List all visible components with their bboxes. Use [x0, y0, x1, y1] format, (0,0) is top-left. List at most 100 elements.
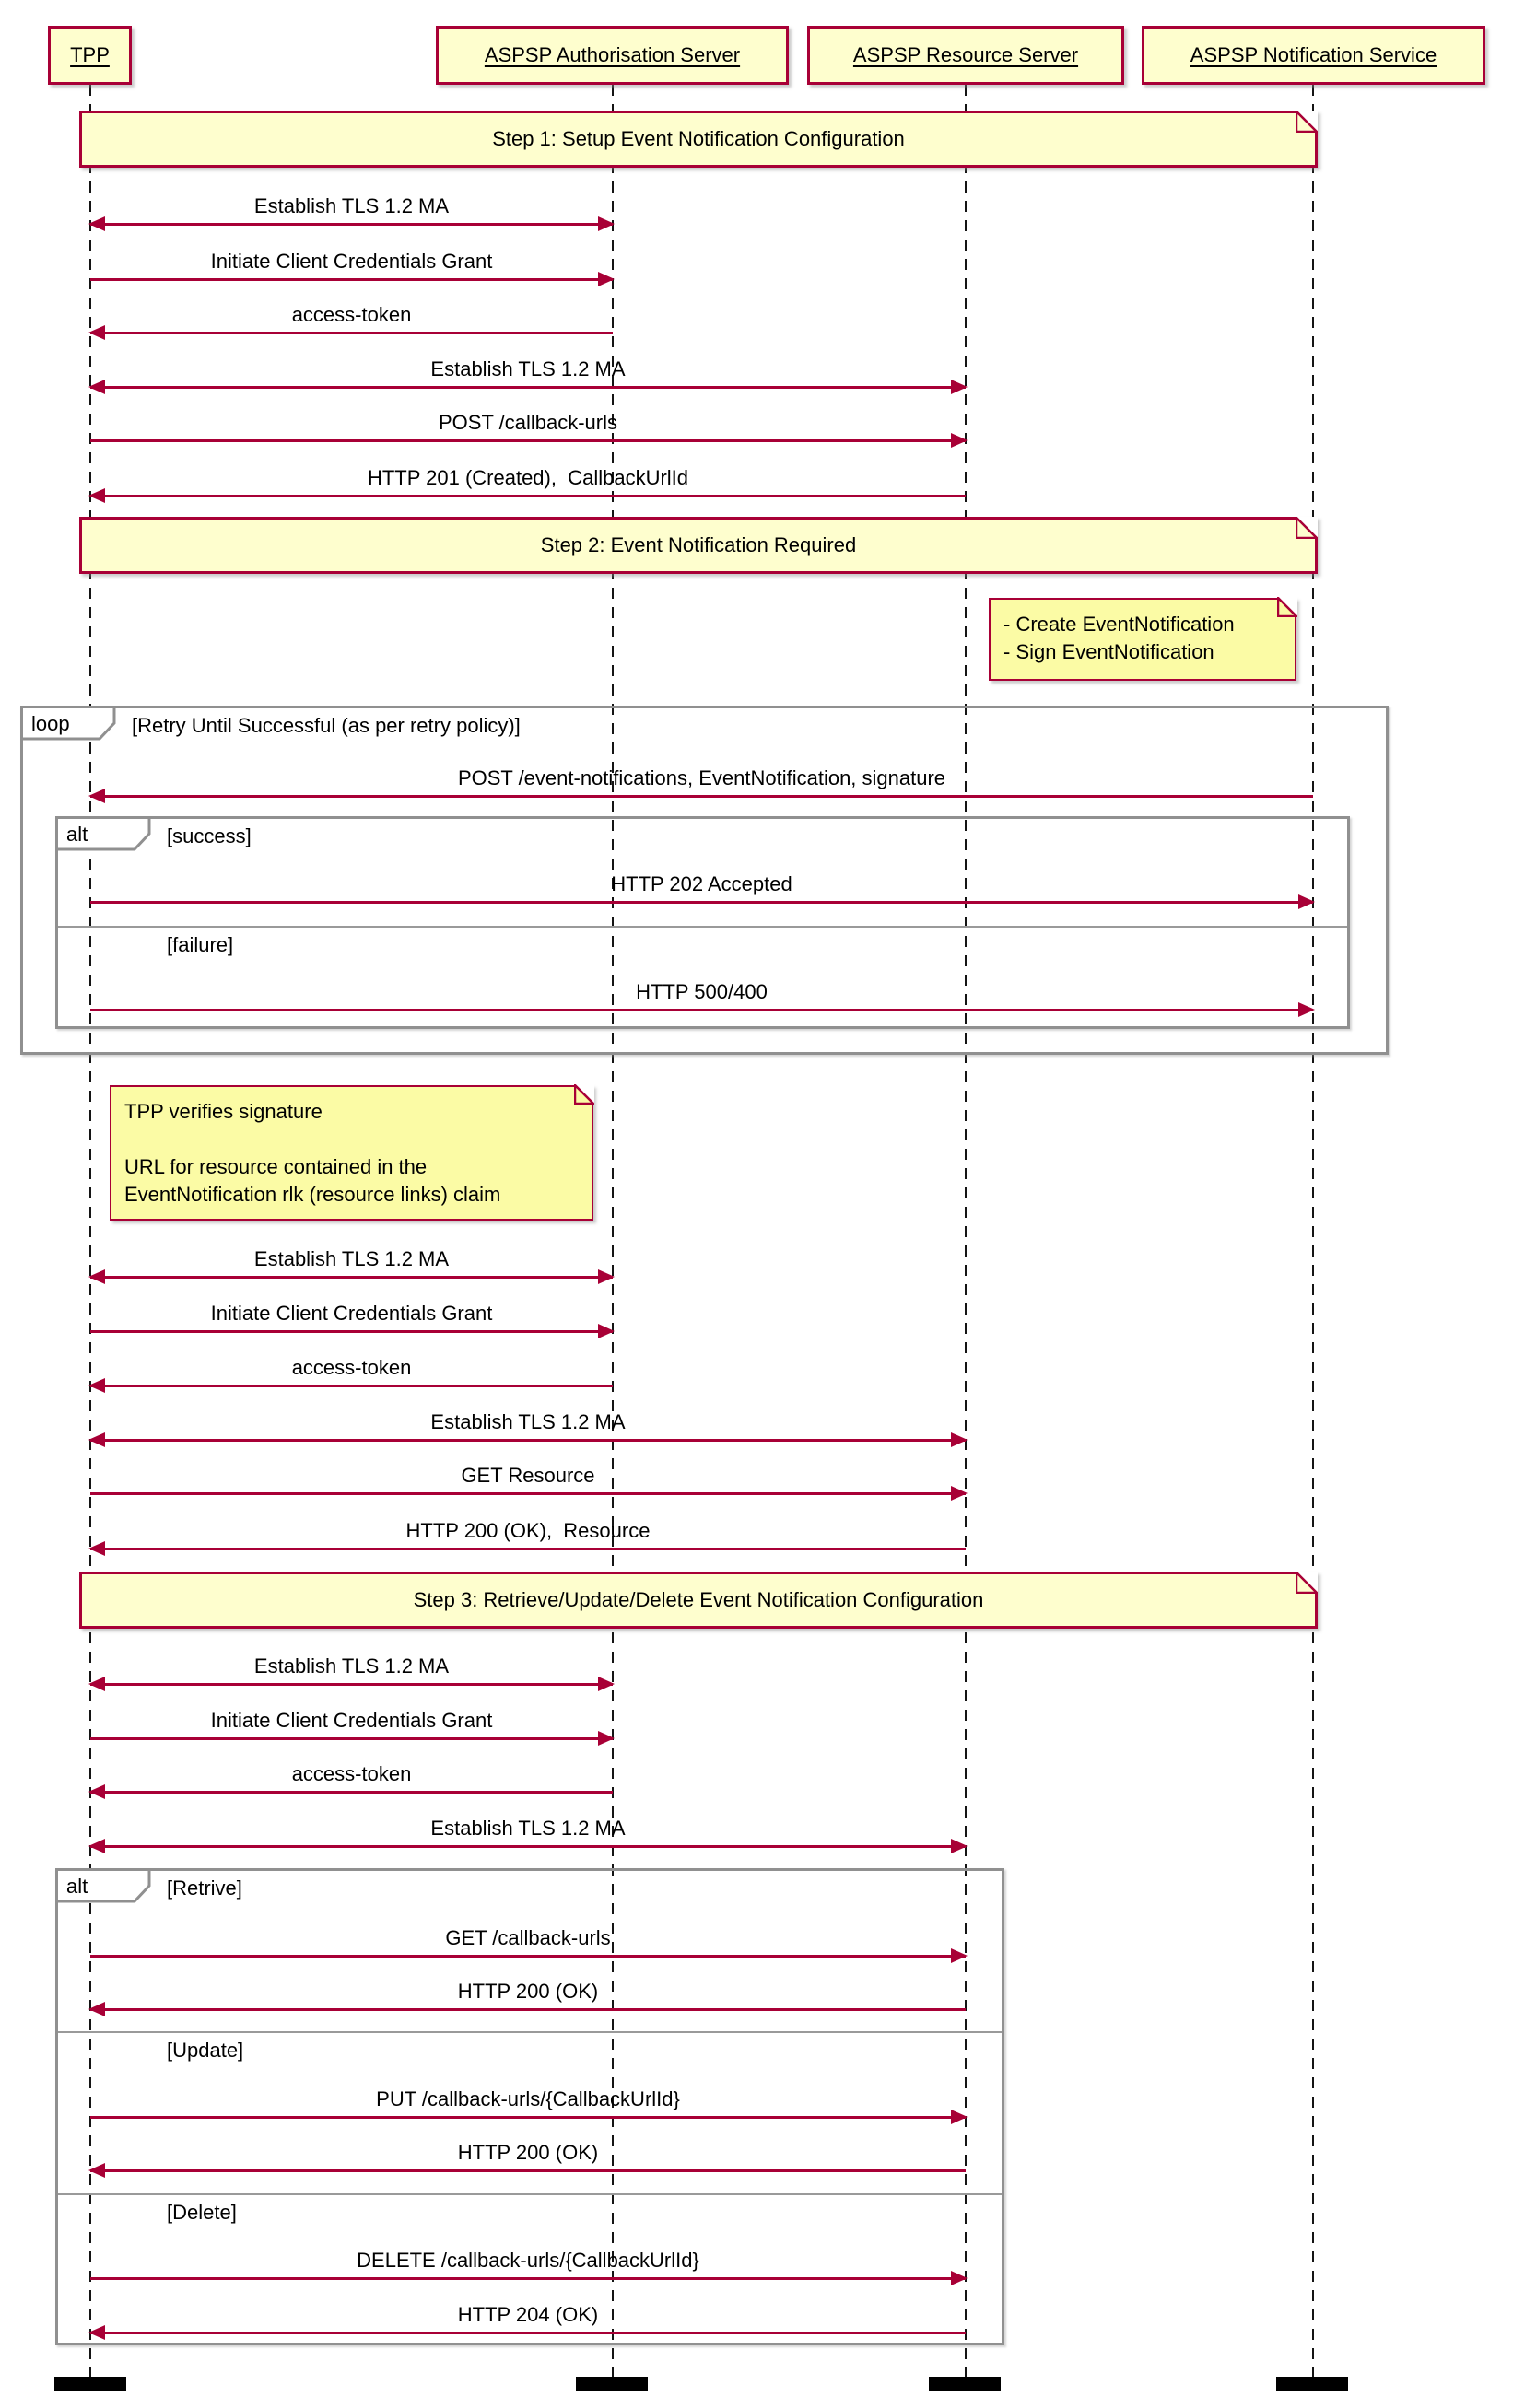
note-line: TPP verifies signature: [124, 1100, 323, 1123]
arrowhead-right-icon: [951, 380, 968, 394]
message-20: HTTP 200 (OK): [88, 1980, 966, 2016]
step3-banner-label: Step 3: Retrieve/Update/Delete Event Not…: [413, 1588, 984, 1611]
participant-resource-server-label: ASPSP Resource Server: [852, 43, 1079, 66]
message-label: HTTP 201 (Created), CallbackUrlId: [367, 466, 689, 489]
arrowhead-left-icon: [88, 1269, 105, 1284]
alt-operator-label: alt: [66, 1875, 88, 1898]
message-line: [90, 1276, 613, 1279]
message-line: [90, 1683, 613, 1686]
note-create-sign-eventnotification: - Create EventNotification - Sign EventN…: [989, 597, 1297, 681]
message-line: [90, 795, 1313, 798]
message-line: [90, 2008, 966, 2011]
lifeline-tpp: [89, 85, 91, 2377]
message-line: [90, 1009, 1313, 1011]
lifeline-authorisation-server: [612, 85, 614, 2377]
message-line: [90, 1385, 613, 1387]
message-10: Initiate Client Credentials Grant: [90, 1302, 615, 1338]
fold-flap: [574, 1084, 594, 1105]
step1-banner-label: Step 1: Setup Event Notification Configu…: [492, 127, 905, 150]
alt-guard-retrieve: [Retrive]: [167, 1876, 242, 1900]
message-label: DELETE /callback-urls/{CallbackUrlId}: [357, 2249, 699, 2272]
arrowhead-left-icon: [88, 1677, 105, 1691]
arrowhead-left-icon: [88, 789, 105, 803]
message-11: access-token: [88, 1356, 613, 1393]
message-line: [90, 2169, 966, 2172]
participant-notification-service: ASPSP Notification Service: [1142, 26, 1485, 85]
note-line: EventNotification rlk (resource links) c…: [124, 1183, 501, 1206]
alt-retrieve-update-delete-fragment: alt [Retrive] [Update] [Delete]: [55, 1868, 1004, 2345]
message-5: HTTP 201 (Created), CallbackUrlId: [88, 466, 966, 503]
message-line: [90, 1492, 966, 1495]
alt-operator-label: alt: [66, 823, 88, 846]
message-16: Initiate Client Credentials Grant: [90, 1709, 615, 1746]
arrowhead-left-icon: [88, 1541, 105, 1556]
message-label: GET /callback-urls: [445, 1926, 611, 1949]
operator-tab-shape: [55, 1868, 151, 1903]
arrowhead-left-icon: [88, 1839, 105, 1853]
message-line: [90, 223, 613, 226]
message-label: Establish TLS 1.2 MA: [253, 1654, 450, 1677]
message-9: Establish TLS 1.2 MA: [88, 1247, 615, 1284]
banner-fold-icon: [1296, 517, 1318, 539]
message-label: access-token: [291, 303, 412, 326]
message-1: Initiate Client Credentials Grant: [90, 250, 615, 286]
participant-resource-server: ASPSP Resource Server: [807, 26, 1124, 85]
message-18: Establish TLS 1.2 MA: [88, 1817, 968, 1853]
message-13: GET Resource: [90, 1464, 968, 1501]
message-label: Initiate Client Credentials Grant: [210, 1709, 493, 1732]
loop-operator-tab: loop: [20, 706, 116, 741]
arrowhead-left-icon: [88, 216, 105, 231]
participant-notification-service-label: ASPSP Notification Service: [1190, 43, 1437, 66]
operator-tab-shape: [20, 706, 116, 741]
note-line: [124, 1126, 579, 1153]
arrowhead-right-icon: [598, 1269, 615, 1284]
alt-operator-tab: alt: [55, 1868, 151, 1903]
lifeline-end-bar-tpp: [54, 2377, 126, 2391]
message-label: HTTP 200 (OK): [457, 2141, 599, 2164]
loop-retry-fragment: loop [Retry Until Successful (as per ret…: [20, 706, 1389, 1055]
message-line: [90, 1845, 966, 1848]
message-line: [90, 1330, 613, 1333]
arrowhead-left-icon: [88, 1784, 105, 1799]
arrowhead-right-icon: [951, 1948, 968, 1963]
message-label: access-token: [291, 1762, 412, 1785]
arrowhead-left-icon: [88, 1378, 105, 1393]
message-7: HTTP 202 Accepted: [90, 872, 1315, 909]
message-line: [90, 2116, 966, 2119]
alt-section-divider: [58, 2031, 1002, 2033]
arrowhead-right-icon: [951, 433, 968, 448]
arrowhead-right-icon: [598, 1324, 615, 1338]
alt-guard-delete: [Delete]: [167, 2201, 237, 2224]
message-6: POST /event-notifications, EventNotifica…: [88, 766, 1313, 803]
arrowhead-right-icon: [951, 1486, 968, 1501]
lifeline-end-bar-resource-server: [929, 2377, 1001, 2391]
message-23: DELETE /callback-urls/{CallbackUrlId}: [90, 2249, 968, 2285]
participant-tpp-label: TPP: [70, 43, 110, 66]
loop-guard-label: [Retry Until Successful (as per retry po…: [132, 714, 521, 737]
alt-success-failure-fragment: alt [success] [failure]: [55, 816, 1350, 1029]
arrowhead-left-icon: [88, 2002, 105, 2016]
message-21: PUT /callback-urls/{CallbackUrlId}: [90, 2087, 968, 2124]
message-line: [90, 2332, 966, 2334]
message-label: access-token: [291, 1356, 412, 1379]
message-14: HTTP 200 (OK), Resource: [88, 1519, 966, 1556]
arrowhead-left-icon: [88, 2163, 105, 2178]
lifeline-resource-server: [965, 85, 967, 2377]
message-label: Establish TLS 1.2 MA: [430, 1410, 626, 1433]
arrowhead-right-icon: [951, 1839, 968, 1853]
arrowhead-right-icon: [951, 2110, 968, 2124]
message-label: Initiate Client Credentials Grant: [210, 1302, 493, 1325]
step1-banner: Step 1: Setup Event Notification Configu…: [79, 111, 1318, 168]
lifeline-end-bar-authorisation-server: [576, 2377, 648, 2391]
operator-tab-shape: [55, 816, 151, 851]
message-label: POST /callback-urls: [439, 411, 617, 434]
message-label: HTTP 202 Accepted: [611, 872, 792, 895]
participant-authorisation-server-label: ASPSP Authorisation Server: [484, 43, 741, 66]
message-24: HTTP 204 (OK): [88, 2303, 966, 2340]
alt-guard-failure: [failure]: [167, 933, 234, 956]
alt-section-divider: [58, 926, 1347, 928]
participant-authorisation-server: ASPSP Authorisation Server: [436, 26, 789, 85]
message-label: Initiate Client Credentials Grant: [210, 250, 493, 273]
step3-banner: Step 3: Retrieve/Update/Delete Event Not…: [79, 1572, 1318, 1629]
